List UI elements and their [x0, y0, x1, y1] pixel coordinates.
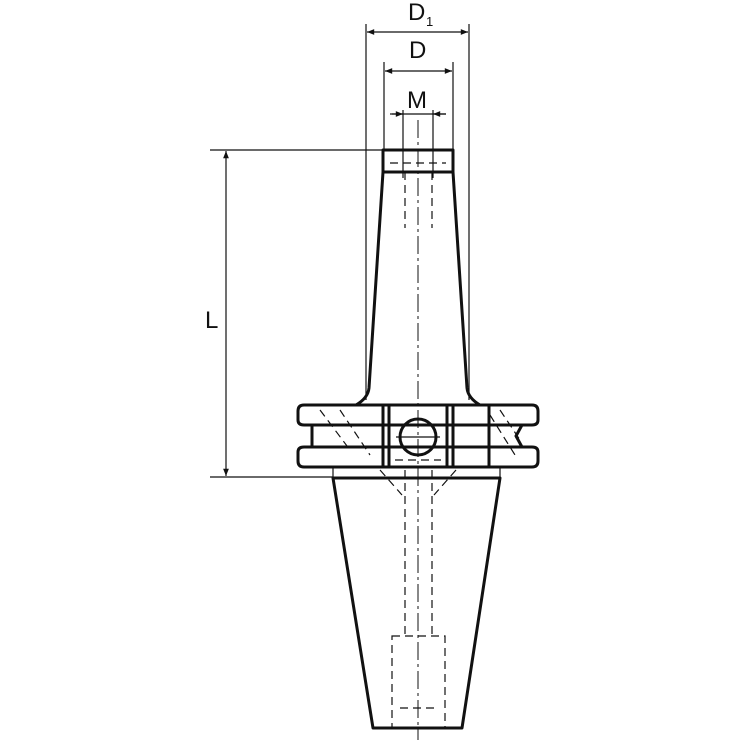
dimension-l: L	[205, 149, 383, 478]
d-label: D	[409, 37, 426, 64]
dimension-d1: D 1	[365, 0, 470, 400]
lower-taper	[331, 467, 502, 730]
m-label: M	[407, 87, 427, 114]
l-label: L	[205, 307, 218, 334]
flange	[296, 403, 540, 469]
d1-subscript: 1	[426, 14, 433, 29]
d1-label: D	[408, 0, 425, 26]
dimension-m: M	[390, 87, 446, 178]
dimension-d: D	[383, 37, 454, 150]
